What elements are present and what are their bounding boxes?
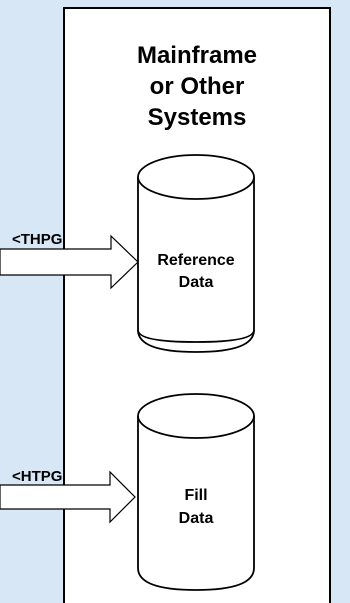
mainframe-title: Mainframe or Other Systems (63, 40, 331, 133)
fill-data-label-line-1: Fill (184, 487, 207, 504)
title-line: or Other (149, 73, 245, 100)
fill-arrow-label: <HTPG (12, 468, 62, 485)
reference-data-label-line-2: Data (179, 274, 214, 291)
left-blue-panel (0, 0, 17, 603)
reference-data-cylinder: Reference Data (137, 154, 255, 353)
reference-data-label-line-1: Reference (157, 252, 234, 269)
reference-arrow-label: <THPG (12, 231, 62, 248)
fill-data-cylinder: Fill Data (137, 393, 255, 591)
reference-input-arrow (0, 234, 139, 290)
fill-input-arrow (0, 470, 136, 524)
title-line: Mainframe (136, 42, 258, 69)
title-line: Systems (147, 104, 247, 131)
fill-data-label-line-2: Data (179, 510, 214, 527)
